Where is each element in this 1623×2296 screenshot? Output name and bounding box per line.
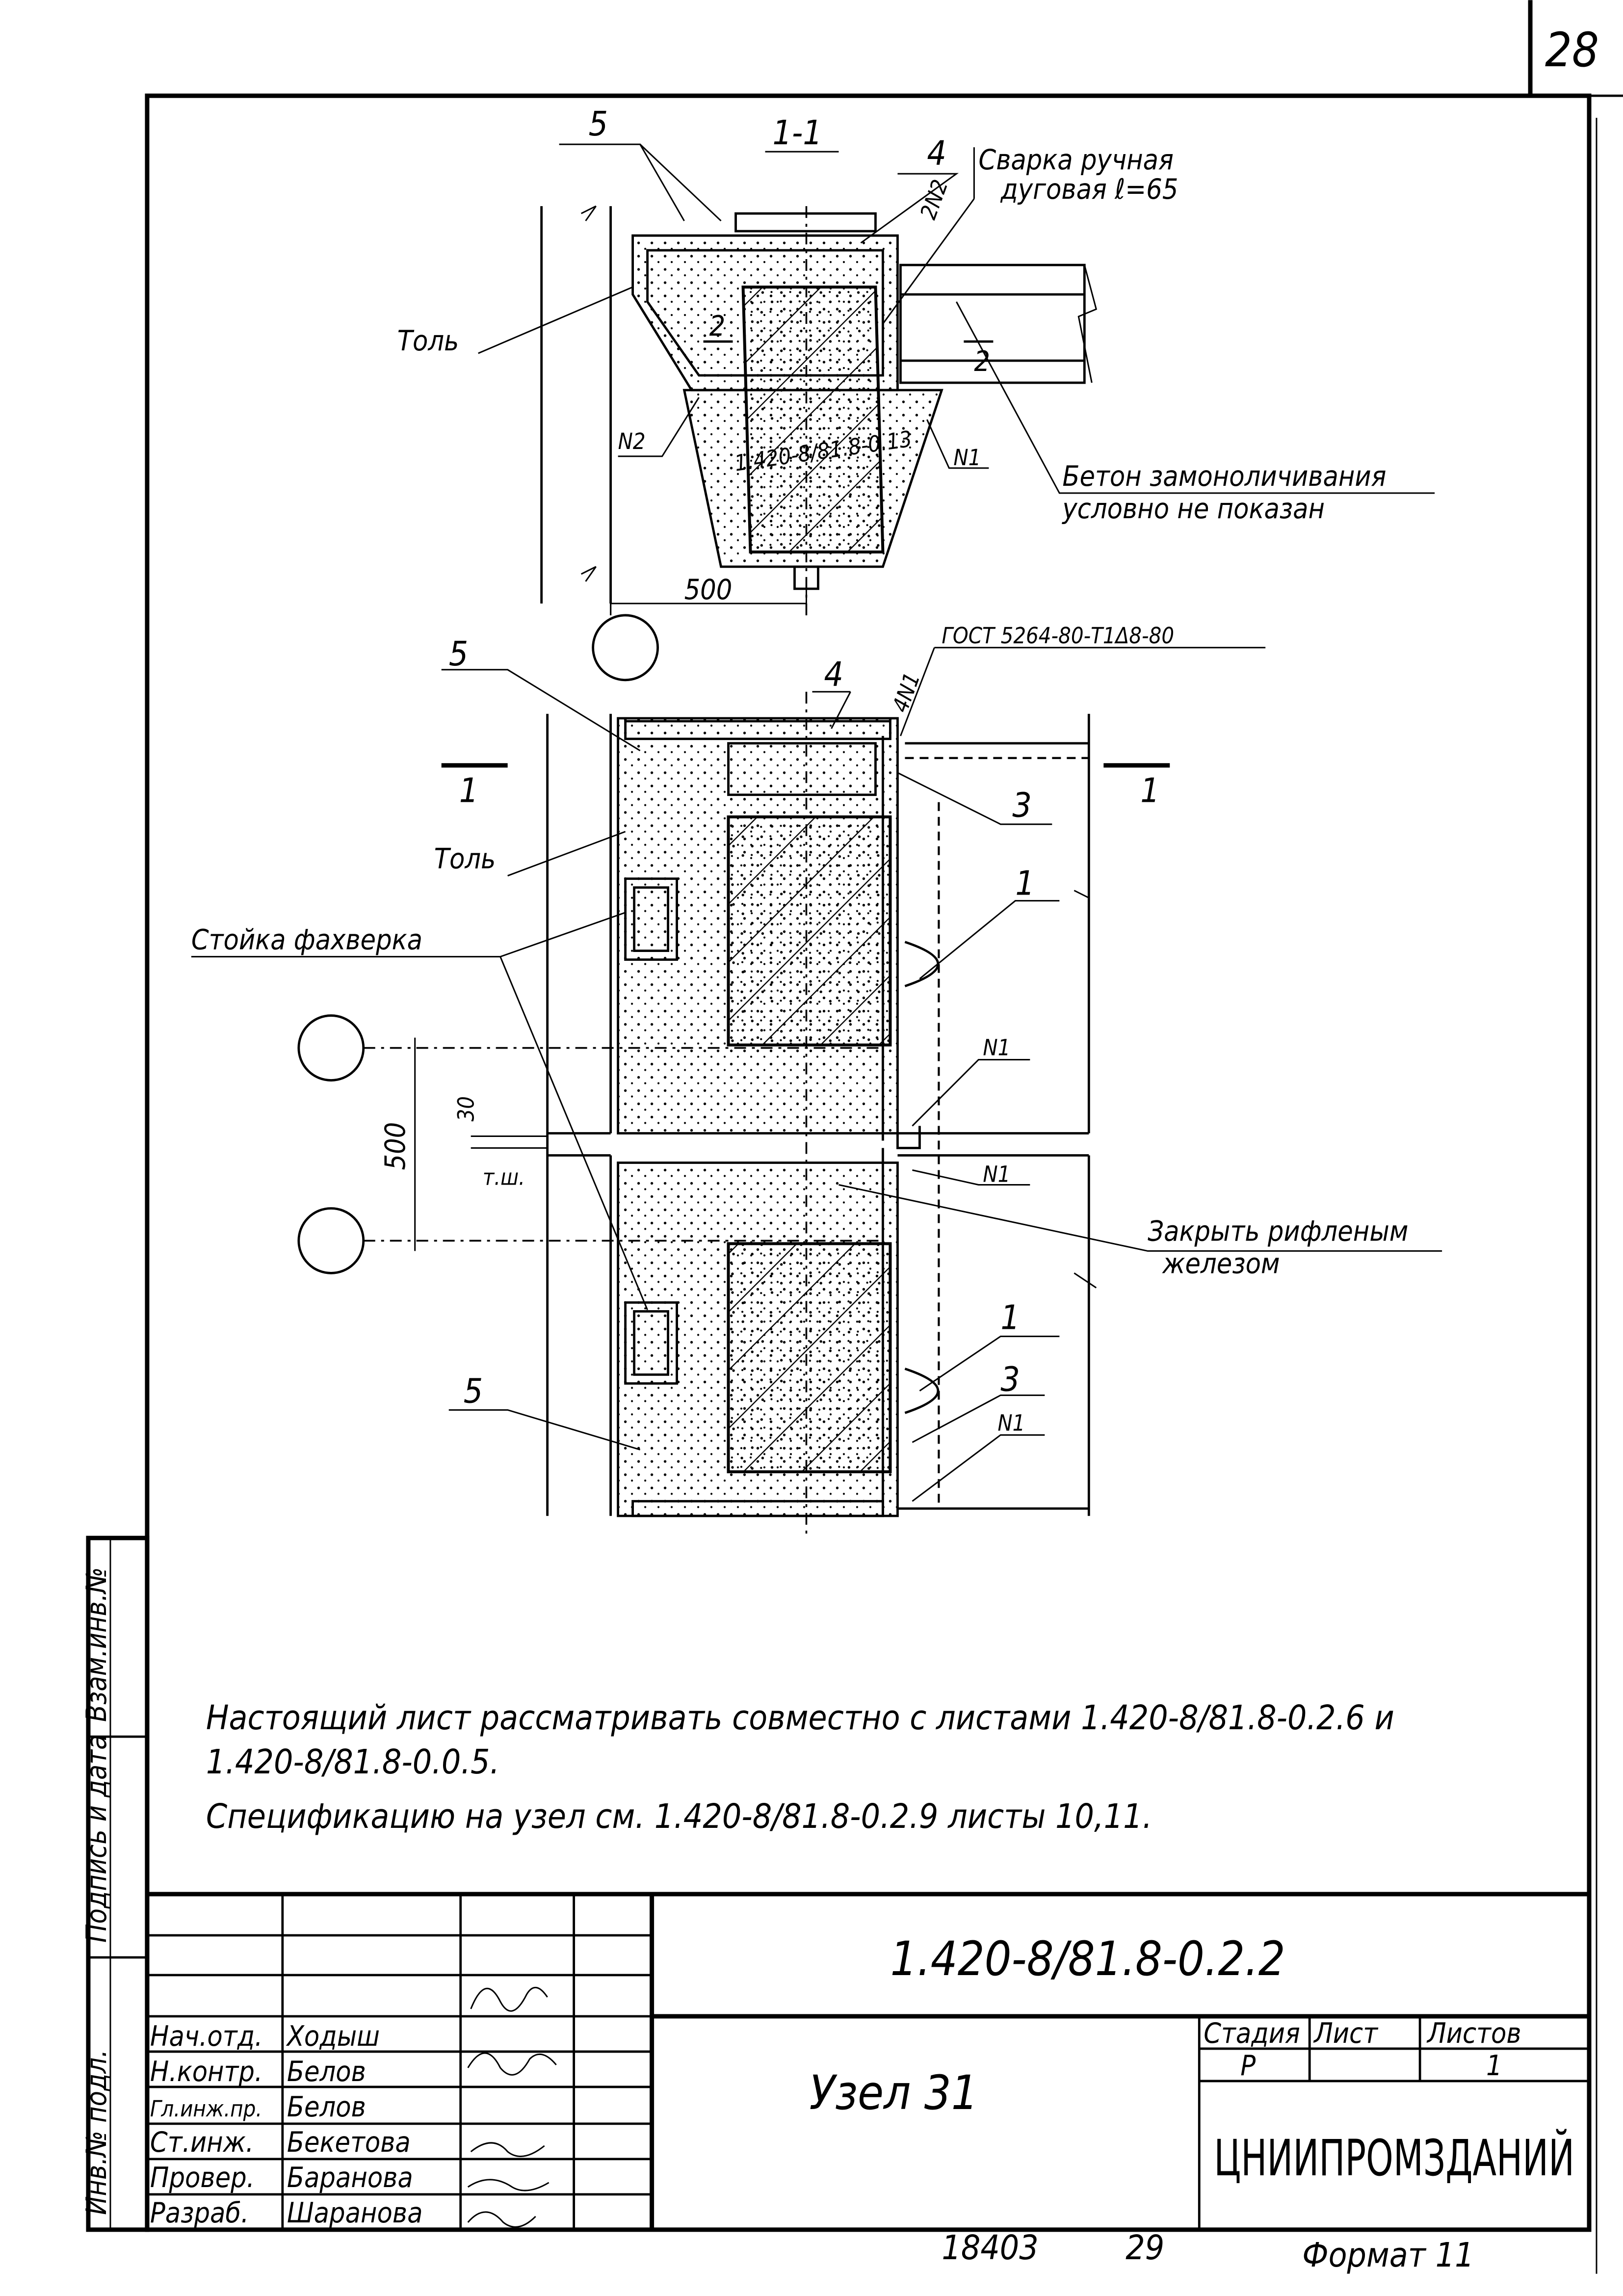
title-block xyxy=(147,1892,1590,2230)
column-hatched xyxy=(741,286,885,554)
side-stamp-original-inv: Инв.№ подл. xyxy=(80,2050,113,2215)
organization: ЦНИИПРОМЗДАНИЙ xyxy=(1214,2129,1574,2188)
note-line-3: Спецификацию на узел см. 1.420-8/81.8-0.… xyxy=(206,1797,1152,1836)
dim-500: 500 xyxy=(684,574,733,606)
staff-role: Разраб. xyxy=(150,2197,249,2229)
weld-mark: 2N2 xyxy=(915,176,953,223)
staff-table: Нач.отд. Ходыш Н.контр. Белов Гл.инж.пр.… xyxy=(150,1986,557,2229)
cover-note-line2: железом xyxy=(1162,1247,1280,1280)
plan-n1-a: N1 xyxy=(983,1035,1010,1061)
staff-name: Ходыш xyxy=(286,2020,380,2053)
label-tol: Толь xyxy=(397,325,459,357)
sheet-number: 28 xyxy=(1545,23,1599,78)
plan-item-5-top: 5 xyxy=(449,634,468,674)
section-marker-left: 1 xyxy=(459,771,478,811)
footer-page-number: 29 xyxy=(1126,2228,1164,2268)
staff-name: Бекетова xyxy=(287,2126,411,2159)
plan-item-1-bottom: 1 xyxy=(1000,1298,1020,1337)
staff-role: Н.контр. xyxy=(150,2056,262,2088)
steel-beam xyxy=(899,264,1086,384)
weld-note-line2: дуговая ℓ=65 xyxy=(1000,173,1178,206)
paper-format: Формат 11 xyxy=(1302,2236,1474,2275)
value-sheets: 1 xyxy=(1486,2050,1502,2082)
upper-post xyxy=(624,877,678,961)
column-label: Стойка фахверка xyxy=(191,924,422,956)
staff-name: Шаранова xyxy=(287,2197,423,2229)
section-1-1 xyxy=(478,143,1435,682)
header-sheet: Лист xyxy=(1313,2017,1379,2050)
note-line-2: 1.420-8/81.8-0.0.5. xyxy=(206,1742,499,1782)
side-stamp-signature-date: Подпись и дата xyxy=(80,1735,113,1943)
lower-column xyxy=(727,1242,892,1474)
dim-500-plan: 500 xyxy=(379,1122,412,1170)
note-line-1: Настоящий лист рассматривать совместно с… xyxy=(206,1698,1394,1738)
cover-note-line1: Закрыть рифленым xyxy=(1148,1215,1408,1247)
staff-role: Гл.инж.пр. xyxy=(150,2096,262,2122)
staff-name: Белов xyxy=(287,2056,366,2088)
label-item-5: 5 xyxy=(589,105,608,144)
section-mark-2-right: 2 xyxy=(974,345,990,378)
section-title: 1-1 xyxy=(773,113,822,153)
plan-item-3-bottom: 3 xyxy=(1000,1360,1020,1399)
section-marker-right: 1 xyxy=(1140,771,1159,811)
plan-view xyxy=(191,647,1442,1538)
plan-item-3-top: 3 xyxy=(1012,786,1031,825)
staff-role: Нач.отд. xyxy=(150,2020,262,2053)
document-code: 1.420-8/81.8-0.2.2 xyxy=(890,1931,1285,1986)
concrete-note-line1: Бетон замоноличивания xyxy=(1062,460,1386,493)
axis-marker xyxy=(297,1207,365,1274)
plan-label-tol: Толь xyxy=(434,843,496,875)
sheet-frame xyxy=(145,0,1623,2274)
lower-post xyxy=(624,1301,678,1385)
side-stamp-replace-inv: Взам.инв.№ xyxy=(80,1567,113,1722)
section-mark-2-left: 2 xyxy=(709,310,726,343)
staff-role: Ст.инж. xyxy=(150,2126,254,2159)
staff-name: Белов xyxy=(287,2091,366,2123)
signatures xyxy=(467,1986,557,2228)
gost-note: ГОСТ 5264-80-Т1Δ8-80 xyxy=(942,623,1174,649)
axis-marker xyxy=(592,614,659,682)
value-stage: Р xyxy=(1240,2050,1256,2082)
staff-name: Баранова xyxy=(287,2162,413,2194)
label-n2: N2 xyxy=(618,428,646,454)
drawing-title: Узел 31 xyxy=(810,2065,978,2120)
dim-30: 30 xyxy=(453,1096,479,1121)
label-item-4: 4 xyxy=(927,134,946,173)
plan-item-5-bottom: 5 xyxy=(464,1372,483,1411)
header-stage: Стадия xyxy=(1204,2017,1300,2050)
plan-n1-b: N1 xyxy=(983,1161,1010,1187)
plan-weld-mark: 4N1 xyxy=(887,669,925,716)
plan-n1-c: N1 xyxy=(997,1410,1025,1436)
joint-label: т.ш. xyxy=(483,1164,525,1190)
plan-item-4: 4 xyxy=(824,655,843,694)
inventory-number: 18403 xyxy=(942,2228,1038,2268)
side-stamp: Взам.инв.№ Подпись и дата Инв.№ подл. xyxy=(80,1535,150,2232)
concrete-note-line2: условно не показан xyxy=(1061,493,1325,525)
staff-role: Провер. xyxy=(150,2162,255,2194)
header-sheets: Листов xyxy=(1426,2017,1521,2050)
label-n1: N1 xyxy=(953,445,981,471)
axis-marker xyxy=(297,1014,365,1082)
upper-column xyxy=(727,815,892,1047)
weld-note-line1: Сварка ручная xyxy=(978,144,1174,176)
plan-item-1-top: 1 xyxy=(1015,864,1034,903)
